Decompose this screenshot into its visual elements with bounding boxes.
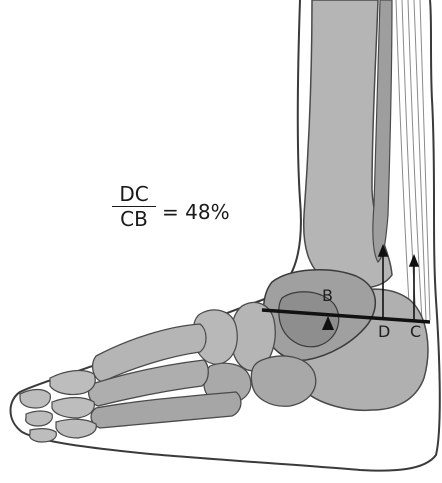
phalanges — [20, 371, 96, 442]
tendon-fibres — [396, 0, 430, 320]
point-label-d: D — [378, 322, 390, 341]
ratio-numerator: DC — [112, 183, 156, 207]
point-label-b: B — [322, 286, 333, 305]
point-label-c: C — [410, 322, 421, 341]
ratio-value: = 48% — [162, 200, 230, 224]
ratio-denominator: CB — [112, 207, 156, 230]
ratio-fraction: DC CB — [112, 183, 156, 230]
cuboid-bone — [251, 356, 315, 406]
